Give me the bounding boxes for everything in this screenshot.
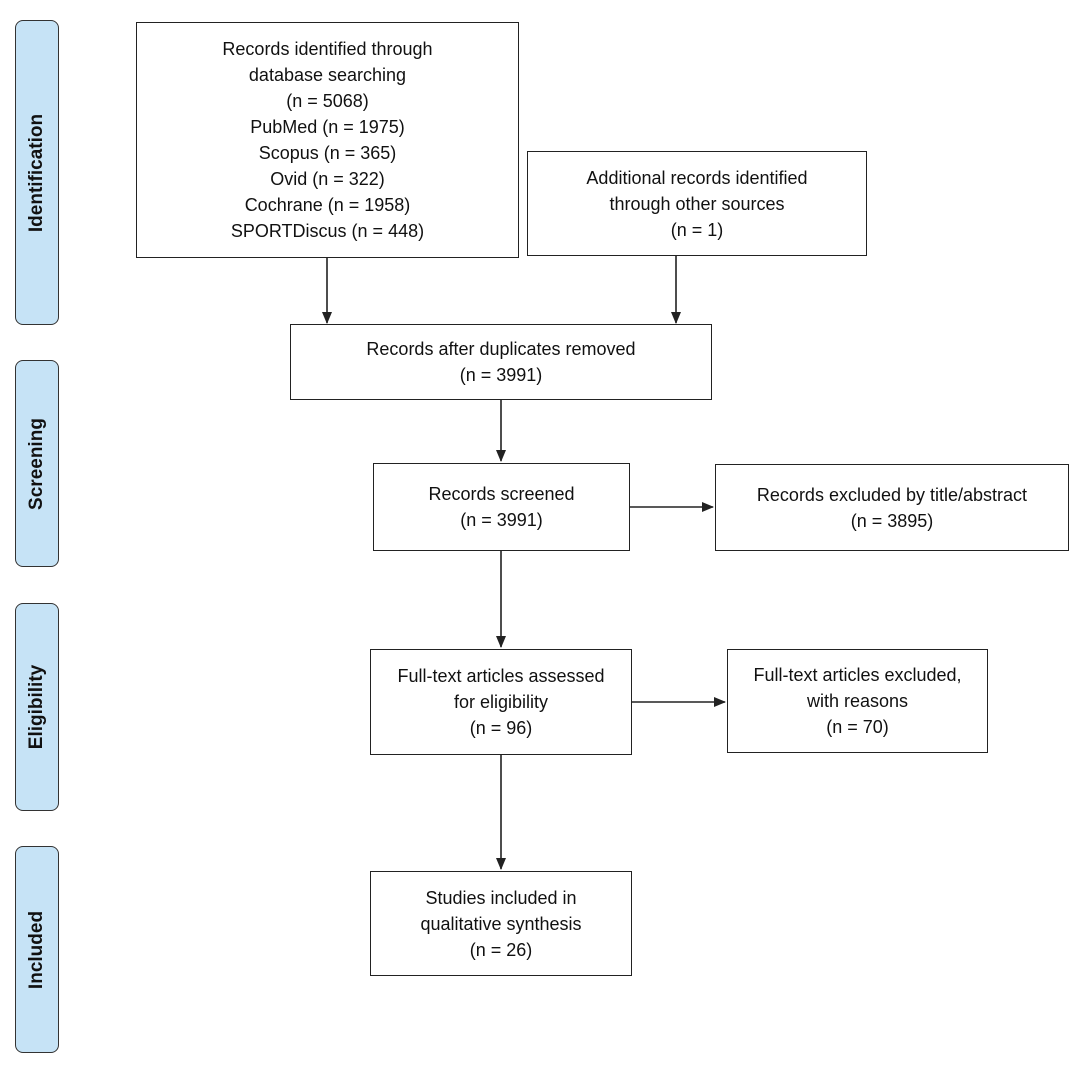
records-screened-count: (n = 3991)	[460, 510, 543, 530]
full-text-assessed-line-1: Full-text articles assessed	[397, 666, 605, 686]
full-text-assessed-count: (n = 96)	[469, 718, 533, 738]
phase-screening: Screening	[15, 360, 59, 567]
other-sources-count: (n = 1)	[670, 219, 724, 240]
box-full-text-assessed-text: Full-text articles assessed for eligibil…	[397, 663, 604, 741]
excluded-title-abstract-count: (n = 3895)	[850, 510, 934, 531]
database-search-pubmed: PubMed (n = 1975)	[250, 117, 405, 137]
box-included-studies: Studies included in qualitative synthesi…	[370, 871, 632, 976]
included-studies-line-2: qualitative synthesis	[420, 913, 582, 934]
full-text-excluded-line-2: with reasons	[806, 691, 909, 711]
other-sources-line-1: Additional records identified	[586, 167, 808, 188]
box-records-screened: Records screened (n = 3991)	[373, 463, 630, 551]
database-search-cochrane: Cochrane (n = 1958)	[244, 195, 411, 215]
box-excluded-title-abstract: Records excluded by title/abstract (n = …	[715, 464, 1069, 551]
box-database-search-text: Records identified through database sear…	[222, 36, 432, 244]
phase-identification: Identification	[15, 20, 59, 325]
box-duplicates-removed-text: Records after duplicates removed (n = 39…	[366, 336, 635, 388]
full-text-excluded-count: (n = 70)	[826, 717, 889, 737]
duplicates-removed-line-1: Records after duplicates removed	[366, 339, 636, 359]
box-other-sources-text: Additional records identified through ot…	[586, 165, 807, 243]
phase-eligibility: Eligibility	[15, 603, 59, 811]
box-database-search: Records identified through database sear…	[136, 22, 519, 258]
box-other-sources: Additional records identified through ot…	[527, 151, 867, 256]
included-studies-count: (n = 26)	[469, 939, 533, 960]
box-excluded-title-abstract-text: Records excluded by title/abstract (n = …	[757, 482, 1027, 534]
records-screened-line-1: Records screened	[428, 484, 575, 504]
database-search-ovid: Ovid (n = 322)	[270, 169, 385, 189]
other-sources-line-2: through other sources	[609, 193, 785, 214]
box-records-screened-text: Records screened (n = 3991)	[428, 481, 574, 533]
box-full-text-excluded-text: Full-text articles excluded, with reason…	[753, 662, 961, 740]
box-full-text-excluded: Full-text articles excluded, with reason…	[727, 649, 988, 753]
full-text-excluded-line-1: Full-text articles excluded,	[753, 665, 962, 685]
box-included-studies-text: Studies included in qualitative synthesi…	[420, 885, 581, 963]
phase-included: Included	[15, 846, 59, 1053]
database-search-line-2: database searching	[248, 65, 407, 85]
database-search-scopus: Scopus (n = 365)	[258, 143, 397, 163]
database-search-count: (n = 5068)	[286, 91, 369, 111]
duplicates-removed-count: (n = 3991)	[459, 365, 543, 385]
database-search-sportdiscus: SPORTDiscus (n = 448)	[230, 221, 425, 241]
box-duplicates-removed: Records after duplicates removed (n = 39…	[290, 324, 712, 400]
excluded-title-abstract-line-1: Records excluded by title/abstract	[756, 484, 1028, 505]
full-text-assessed-line-2: for eligibility	[453, 692, 549, 712]
database-search-line-1: Records identified through	[222, 39, 433, 59]
box-full-text-assessed: Full-text articles assessed for eligibil…	[370, 649, 632, 755]
included-studies-line-1: Studies included in	[425, 887, 577, 908]
